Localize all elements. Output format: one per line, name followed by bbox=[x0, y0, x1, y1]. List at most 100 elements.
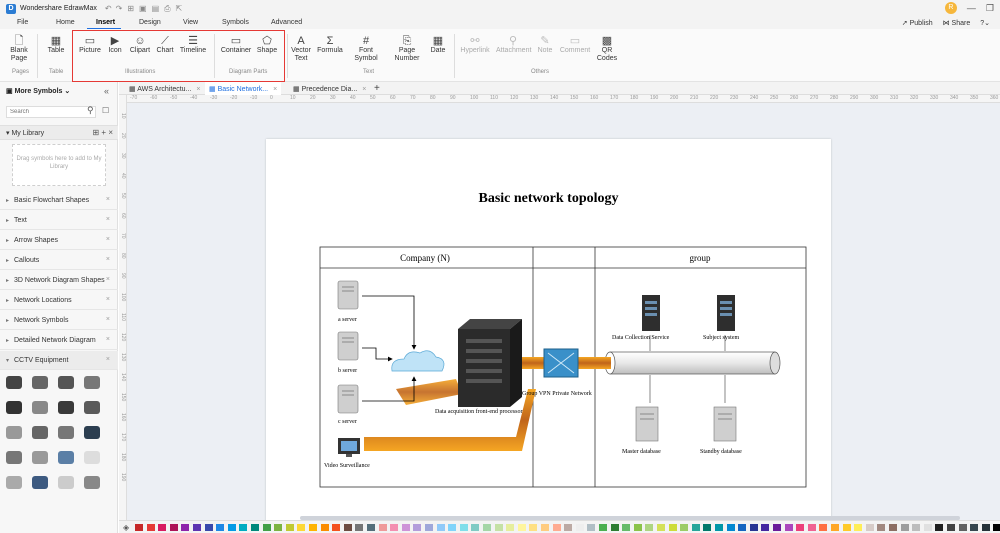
icon-button[interactable]: ▶Icon bbox=[104, 35, 126, 55]
color-swatch[interactable] bbox=[599, 524, 607, 531]
color-swatch[interactable] bbox=[320, 524, 329, 531]
undo-icon[interactable]: ↶ bbox=[104, 4, 112, 13]
color-swatch[interactable] bbox=[819, 524, 828, 531]
close-icon[interactable]: × bbox=[273, 86, 278, 93]
tab-file[interactable]: File bbox=[17, 19, 29, 26]
color-swatch[interactable] bbox=[239, 524, 248, 531]
tab-insert[interactable]: Insert bbox=[96, 19, 116, 26]
color-swatch[interactable] bbox=[297, 524, 306, 531]
color-swatch[interactable] bbox=[181, 524, 190, 531]
close-icon[interactable]: × bbox=[105, 276, 110, 283]
close-icon[interactable]: × bbox=[105, 196, 110, 203]
cctv-symbol-icon[interactable] bbox=[84, 476, 100, 489]
drawing-page[interactable]: Basic network topology bbox=[266, 139, 831, 533]
color-swatch[interactable] bbox=[459, 524, 468, 531]
cctv-symbol-icon[interactable] bbox=[6, 451, 22, 464]
library-drop-area[interactable]: Drag symbols here to add to My Library bbox=[12, 144, 106, 186]
color-swatch[interactable] bbox=[355, 524, 364, 531]
color-swatch[interactable] bbox=[169, 524, 178, 531]
close-icon[interactable]: × bbox=[105, 356, 110, 363]
link-vpn-backbone[interactable] bbox=[578, 357, 611, 369]
cctv-symbol-icon[interactable] bbox=[6, 426, 22, 439]
cctv-symbol-icon[interactable] bbox=[84, 426, 100, 439]
color-swatch[interactable] bbox=[947, 524, 955, 531]
color-swatch[interactable] bbox=[227, 524, 236, 531]
color-swatch[interactable] bbox=[158, 524, 167, 531]
collapse-icon[interactable]: « bbox=[104, 86, 110, 96]
attachment-button[interactable]: ⚲Attachment bbox=[496, 35, 531, 55]
cctv-symbol-icon[interactable] bbox=[6, 476, 22, 489]
color-swatch[interactable] bbox=[471, 524, 480, 531]
print-icon[interactable]: ⎙ bbox=[164, 3, 171, 13]
label-master-db[interactable]: Master database bbox=[622, 449, 661, 455]
color-swatch[interactable] bbox=[610, 524, 619, 531]
qr-codes-button[interactable]: ▩QR Codes bbox=[595, 35, 619, 63]
color-swatch[interactable] bbox=[274, 524, 283, 531]
vpn-firewall-icon[interactable] bbox=[543, 348, 579, 378]
close-icon[interactable]: × bbox=[105, 316, 110, 323]
color-swatch[interactable] bbox=[749, 524, 758, 531]
cctv-symbol-icon[interactable] bbox=[32, 476, 48, 489]
clipart-button[interactable]: ☺Clipart bbox=[128, 35, 152, 55]
color-swatch[interactable] bbox=[575, 524, 584, 531]
hyperlink-button[interactable]: ⚯Hyperlink bbox=[460, 35, 490, 55]
tab-design[interactable]: Design bbox=[139, 19, 161, 26]
horizontal-scrollbar[interactable] bbox=[300, 516, 960, 520]
color-swatch[interactable] bbox=[309, 524, 317, 531]
label-vpn[interactable]: Group VPN Private Network bbox=[522, 391, 592, 397]
server-a-icon[interactable] bbox=[337, 280, 359, 310]
open-icon[interactable]: ▣ bbox=[139, 4, 147, 13]
close-icon[interactable]: × bbox=[362, 86, 367, 93]
doc-tab-aws[interactable]: ▦ AWS Architectu...× bbox=[125, 82, 204, 95]
minimize-icon[interactable]: — bbox=[966, 3, 976, 13]
color-swatch[interactable] bbox=[552, 524, 561, 531]
page-number-button[interactable]: ⎘Page Number bbox=[390, 35, 424, 63]
link-video[interactable] bbox=[364, 389, 536, 451]
color-swatch[interactable] bbox=[680, 524, 689, 531]
color-swatch[interactable] bbox=[691, 524, 700, 531]
color-swatch[interactable] bbox=[494, 524, 503, 531]
sidebar-category[interactable]: ▸3D Network Diagram Shapes× bbox=[0, 271, 118, 290]
color-swatch[interactable] bbox=[807, 524, 816, 531]
color-swatch[interactable] bbox=[483, 524, 491, 531]
backbone-pipe[interactable] bbox=[609, 351, 776, 375]
color-swatch[interactable] bbox=[865, 524, 874, 531]
cctv-symbol-icon[interactable] bbox=[32, 376, 48, 389]
tab-symbols[interactable]: Symbols bbox=[222, 19, 249, 26]
note-button[interactable]: ✎Note bbox=[535, 35, 555, 55]
cctv-symbol-icon[interactable] bbox=[6, 376, 22, 389]
subject-server-icon[interactable] bbox=[717, 295, 735, 331]
sidebar-category[interactable]: ▸Network Symbols× bbox=[0, 311, 118, 330]
color-swatch[interactable] bbox=[645, 524, 654, 531]
label-standby-db[interactable]: Standby database bbox=[700, 449, 742, 455]
color-swatch[interactable] bbox=[958, 524, 967, 531]
blank-page-button[interactable]: 🗋Blank Page bbox=[6, 35, 32, 63]
color-swatch[interactable] bbox=[587, 524, 596, 531]
filter-icon[interactable]: ☐ bbox=[102, 106, 110, 115]
color-swatch[interactable] bbox=[332, 524, 341, 531]
group-header[interactable]: group bbox=[690, 253, 711, 263]
sidebar-category[interactable]: ▸Network Locations× bbox=[0, 291, 118, 310]
label-collection[interactable]: Data Collection Service bbox=[612, 335, 670, 341]
color-swatch[interactable] bbox=[436, 524, 445, 531]
doc-tab-precedence[interactable]: ▦ Precedence Dia...× bbox=[289, 82, 370, 95]
label-a-server[interactable]: a server bbox=[338, 317, 357, 323]
color-swatch[interactable] bbox=[216, 524, 225, 531]
restore-icon[interactable]: ❐ bbox=[985, 2, 994, 13]
date-button[interactable]: ▦Date bbox=[427, 35, 449, 55]
color-swatch[interactable] bbox=[541, 524, 549, 531]
cctv-symbol-icon[interactable] bbox=[58, 401, 74, 414]
my-library-header[interactable]: ▾ My Library ⊞ + × bbox=[0, 125, 118, 140]
font-symbol-button[interactable]: #Font Symbol bbox=[350, 35, 382, 63]
color-swatch[interactable] bbox=[517, 524, 526, 531]
cctv-symbol-icon[interactable] bbox=[32, 426, 48, 439]
color-swatch[interactable] bbox=[842, 524, 851, 531]
color-swatch[interactable] bbox=[854, 524, 863, 531]
color-swatch[interactable] bbox=[761, 524, 770, 531]
cctv-symbol-icon[interactable] bbox=[84, 376, 100, 389]
color-swatch[interactable] bbox=[796, 524, 805, 531]
close-icon[interactable]: × bbox=[105, 296, 110, 303]
cctv-symbol-icon[interactable] bbox=[84, 401, 100, 414]
label-c-server[interactable]: c server bbox=[338, 419, 357, 425]
